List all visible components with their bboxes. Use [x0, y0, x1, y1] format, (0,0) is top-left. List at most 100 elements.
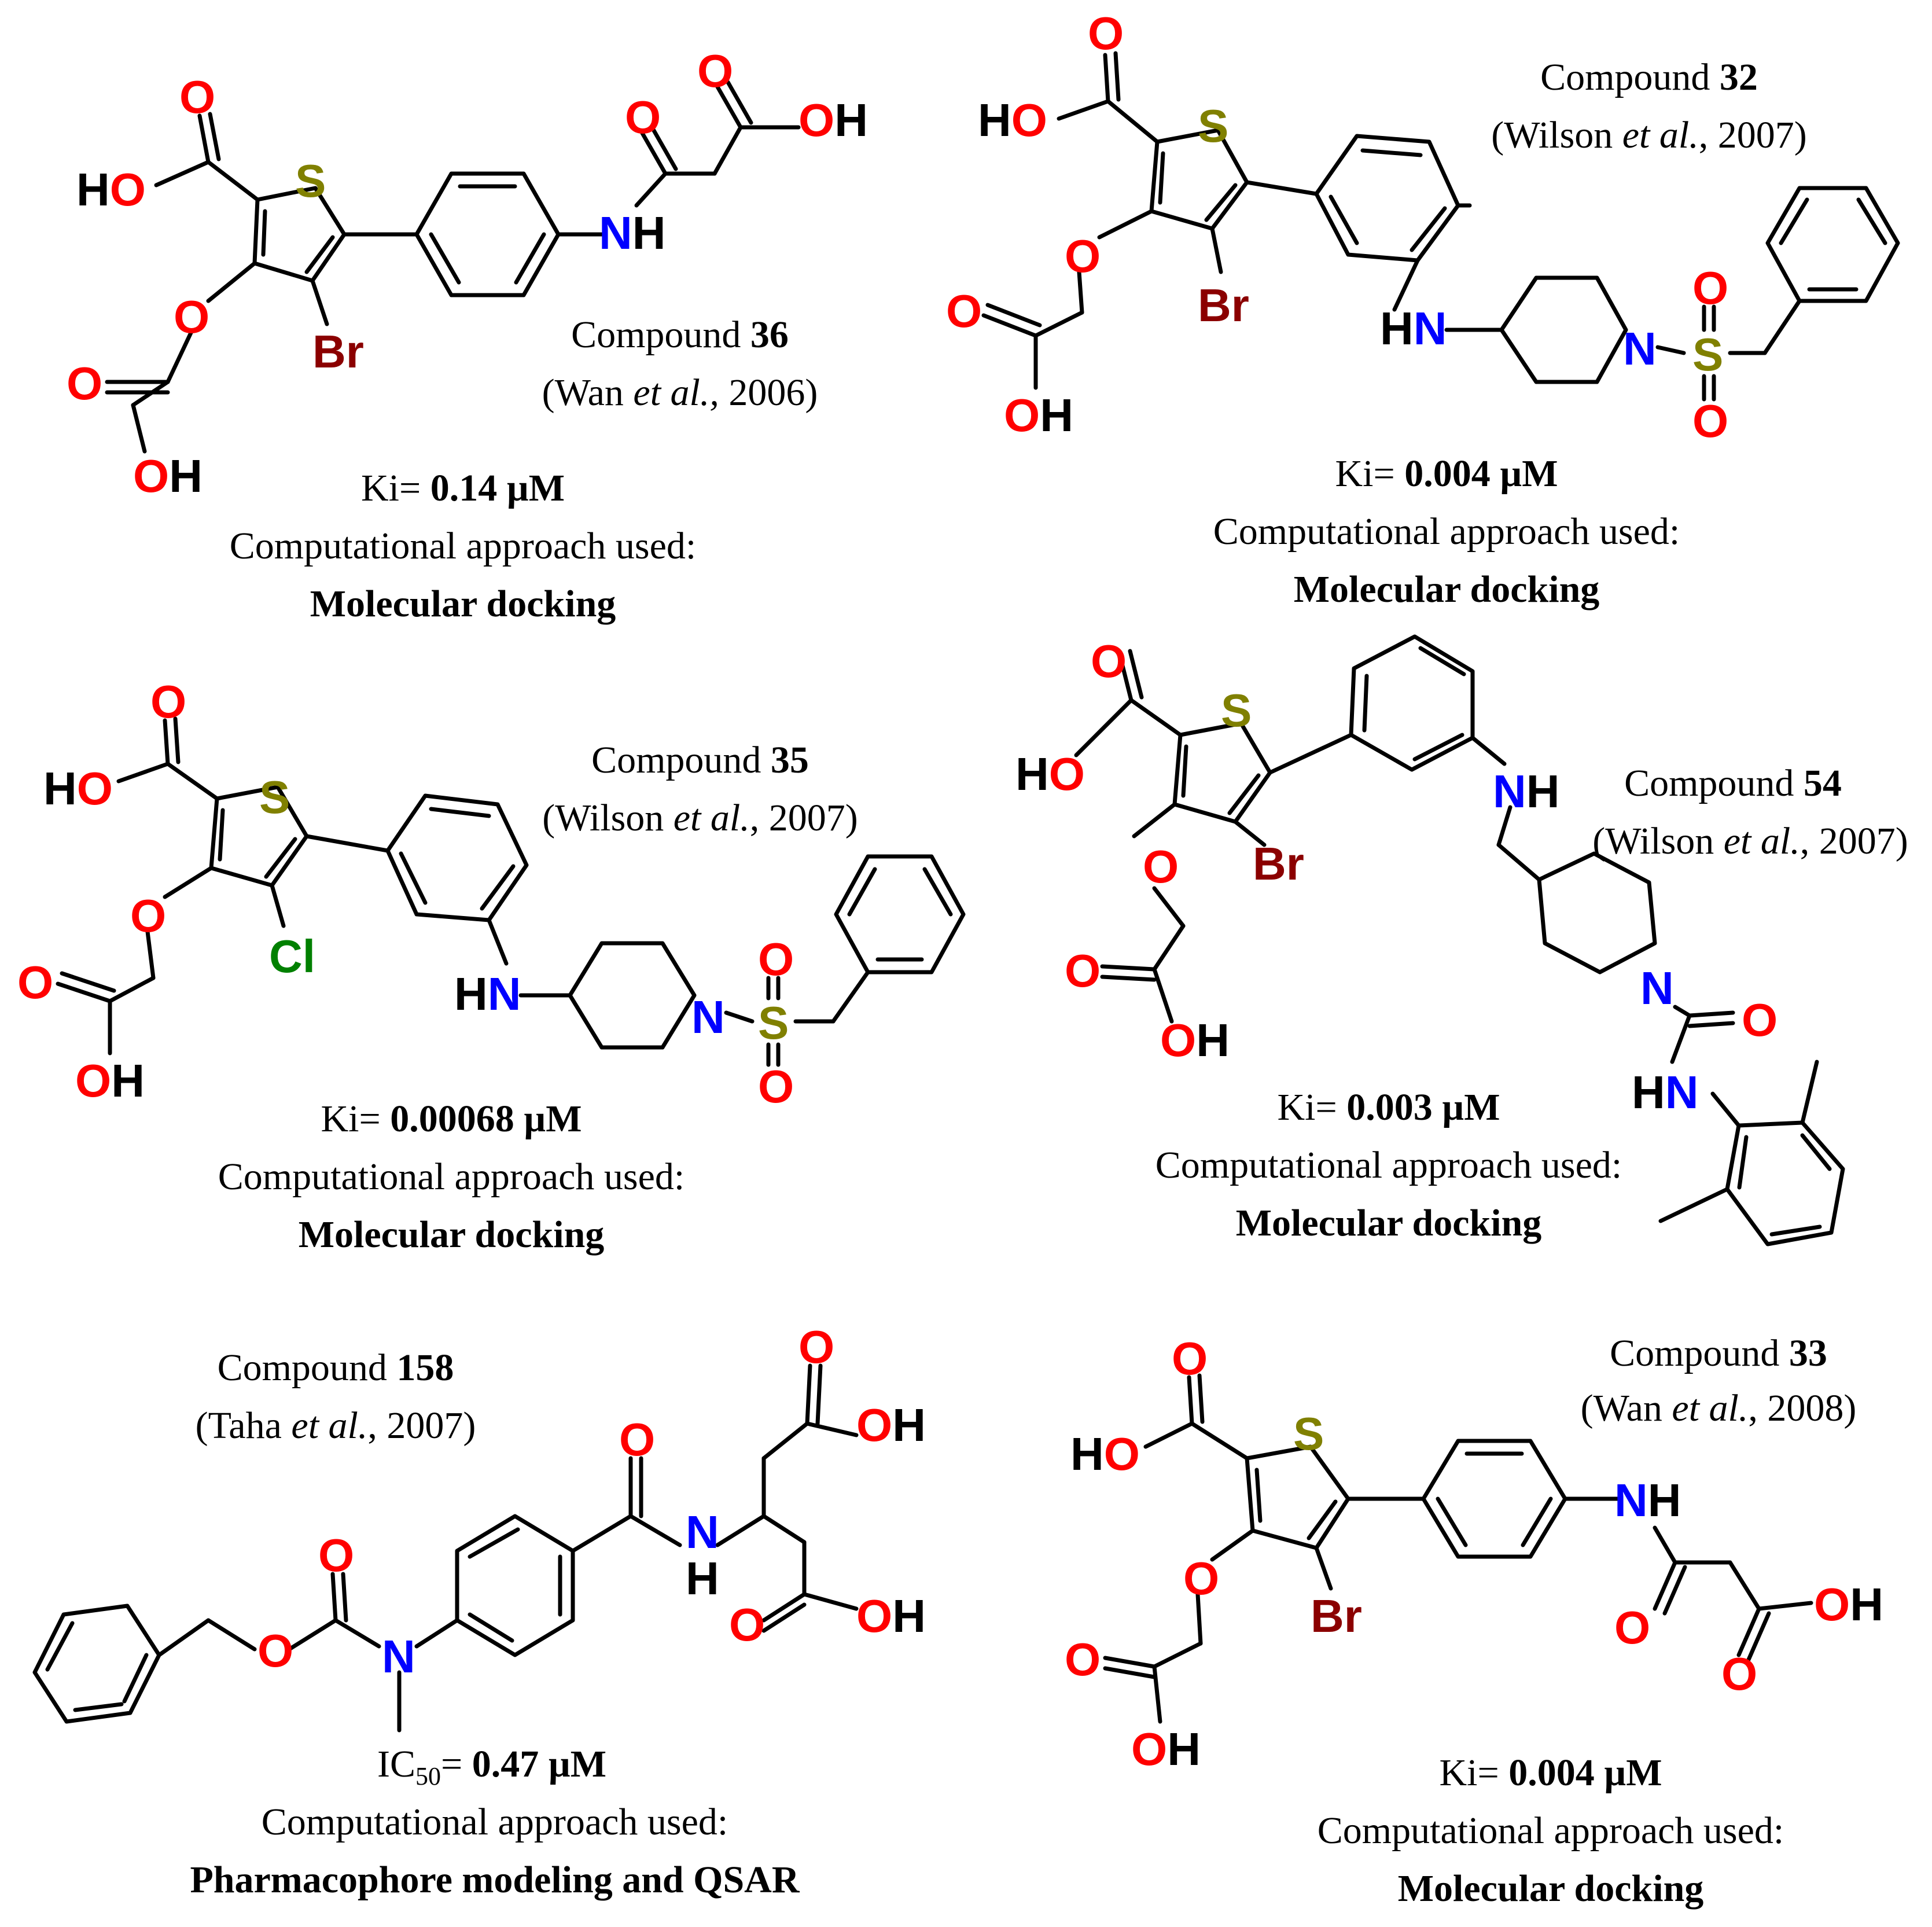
compound-54-atoms: S O HO O O OH Br NH N O HN [1015, 635, 1778, 1118]
sulfur-atom: S [295, 155, 326, 207]
amine-nitrogen-atom: HN [454, 968, 521, 1020]
compound-54-approach-label: Computational approach used: [1155, 1144, 1622, 1186]
sulfur-atom: S [1221, 685, 1252, 736]
hydroxyl-atom: OH [856, 1590, 926, 1642]
compound-36-structure [105, 80, 801, 454]
compound-36-reference: (Wan et al., 2006) [542, 372, 818, 414]
ether-oxygen-atom: O [1065, 230, 1101, 282]
hydroxyl-atom: HO [1070, 1428, 1140, 1480]
compound-158-activity: IC50= 0.47 µM [377, 1743, 606, 1790]
oxygen-atom: O [697, 45, 733, 97]
oxygen-atom: O [1692, 395, 1728, 447]
hydroxyl-atom: OH [856, 1399, 926, 1451]
oxygen-atom: O [625, 91, 661, 143]
piperidine-nitrogen-atom: N [1640, 962, 1674, 1014]
oxygen-atom: O [1692, 262, 1728, 314]
compound-32-reference: (Wilson et al., 2007) [1491, 114, 1806, 156]
compound-158-reference: (Taha et al., 2007) [196, 1404, 476, 1447]
compound-33-approach-label: Computational approach used: [1318, 1810, 1784, 1852]
amide-hydrogen-atom: H [686, 1553, 719, 1604]
hydroxyl-atom: HO [1015, 748, 1085, 800]
compound-33-caption: Compound 33 (Wan et al., 2008) Ki= 0.004… [1318, 1332, 1857, 1910]
ester-oxygen-atom: O [257, 1625, 293, 1676]
amide-nitrogen-atom: NH [599, 207, 666, 259]
hydroxyl-atom: OH [133, 450, 203, 502]
hydroxyl-atom: OH [1814, 1579, 1883, 1630]
urea-nitrogen-atom: HN [1632, 1067, 1699, 1118]
compound-54-caption: Compound 54 (Wilson et al., 2007) Ki= 0.… [1155, 762, 1908, 1244]
compound-33-activity: Ki= 0.004 µM [1439, 1752, 1662, 1794]
compound-36-label: Compound 36 [571, 314, 789, 356]
compound-33-label: Compound 33 [1610, 1332, 1827, 1374]
chlorine-atom: Cl [269, 931, 315, 982]
compound-36-activity: Ki= 0.14 µM [361, 467, 565, 509]
hydroxyl-atom: HO [76, 164, 146, 215]
amine-nitrogen-atom: NH [1493, 766, 1560, 817]
oxygen-atom: O [150, 676, 186, 727]
oxygen-atom: O [179, 71, 215, 123]
compound-33-reference: (Wan et al., 2008) [1581, 1387, 1857, 1429]
sulfur-atom: S [1293, 1408, 1324, 1459]
oxygen-atom: O [1721, 1648, 1757, 1700]
bromine-atom: Br [312, 326, 364, 377]
hydroxyl-atom: OH [1160, 1014, 1230, 1066]
compound-36-approach-label: Computational approach used: [230, 525, 696, 567]
hydroxyl-atom: HO [978, 94, 1047, 146]
hydroxyl-atom: HO [43, 763, 113, 814]
compound-32-approach: Molecular docking [1294, 568, 1600, 611]
compound-32-caption: Compound 32 (Wilson et al., 2007) Ki= 0.… [1213, 56, 1807, 611]
ether-oxygen-atom: O [1183, 1553, 1219, 1604]
compound-35-caption: Compound 35 (Wilson et al., 2007) Ki= 0.… [218, 739, 858, 1256]
compound-32-structure [981, 51, 1900, 402]
amide-nitrogen-atom: NH [1614, 1474, 1681, 1526]
sulfonyl-sulfur-atom: S [758, 997, 789, 1049]
compound-158-atoms: O O N O N H O OH O OH [257, 1321, 926, 1682]
compound-35-approach-label: Computational approach used: [218, 1156, 685, 1198]
bromine-atom: Br [1198, 280, 1249, 331]
ether-oxygen-atom: O [130, 890, 166, 942]
oxygen-atom: O [1065, 1634, 1101, 1685]
carbamate-nitrogen-atom: N [382, 1631, 415, 1682]
oxygen-atom: O [1088, 8, 1124, 59]
compound-32-atoms: S O HO O O OH Br HN N S O O [946, 8, 1728, 447]
compound-35-approach: Molecular docking [299, 1213, 605, 1256]
compound-36-caption: Compound 36 (Wan et al., 2006) Ki= 0.14 … [230, 314, 818, 625]
compound-158-approach-label: Computational approach used: [262, 1801, 728, 1843]
bromine-atom: Br [1253, 838, 1304, 889]
hydroxyl-atom: OH [1004, 389, 1073, 441]
amine-nitrogen-atom: HN [1380, 303, 1447, 354]
compound-35-label: Compound 35 [591, 739, 809, 781]
sulfur-atom: S [259, 771, 290, 823]
compound-158-caption: Compound 158 (Taha et al., 2007) IC50= 0… [190, 1347, 800, 1901]
compound-32-label: Compound 32 [1540, 56, 1758, 98]
oxygen-atom: O [619, 1414, 655, 1465]
sulfonyl-sulfur-atom: S [1692, 329, 1723, 380]
compound-54-approach: Molecular docking [1236, 1202, 1542, 1244]
compound-35-activity: Ki= 0.00068 µM [321, 1098, 582, 1140]
compound-158-structure [32, 1363, 859, 1733]
oxygen-atom: O [1091, 635, 1127, 687]
oxygen-atom: O [1742, 994, 1778, 1046]
hydroxyl-atom: OH [1131, 1723, 1201, 1775]
oxygen-atom: O [318, 1529, 354, 1581]
compound-36-atoms: S O HO O O OH Br NH O O OH [67, 45, 868, 502]
compound-32-approach-label: Computational approach used: [1213, 510, 1680, 553]
oxygen-atom: O [1065, 945, 1101, 996]
compound-158-approach: Pharmacophore modeling and QSAR [190, 1859, 800, 1901]
oxygen-atom: O [758, 933, 794, 985]
compound-54-structure [1074, 634, 1845, 1246]
oxygen-atom: O [67, 358, 102, 409]
compound-35-structure [56, 716, 966, 1067]
compound-32-activity: Ki= 0.004 µM [1335, 453, 1558, 495]
piperidine-nitrogen-atom: N [691, 991, 725, 1043]
sulfur-atom: S [1198, 100, 1228, 152]
oxygen-atom: O [1614, 1602, 1650, 1653]
hydroxyl-atom: OH [798, 94, 868, 146]
ether-oxygen-atom: O [174, 291, 209, 343]
compound-36-approach: Molecular docking [310, 583, 616, 625]
compound-33-approach: Molecular docking [1398, 1867, 1704, 1910]
compound-35-reference: (Wilson et al., 2007) [542, 797, 858, 839]
oxygen-atom: O [1172, 1333, 1208, 1384]
oxygen-atom: O [946, 285, 982, 337]
